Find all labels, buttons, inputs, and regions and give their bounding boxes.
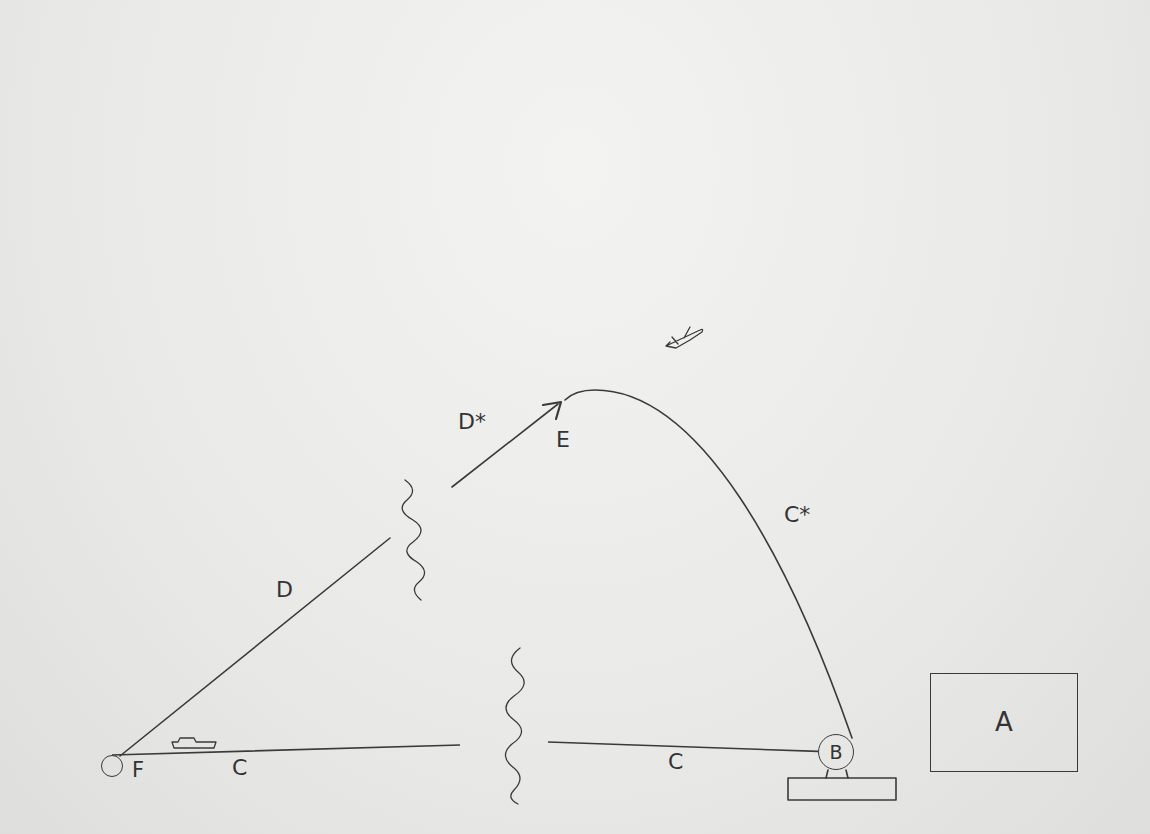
water-line — [112, 742, 818, 755]
part-label: D — [276, 578, 293, 602]
pulley-circle: B — [818, 734, 854, 770]
line-d-star — [452, 404, 558, 487]
trajectory-c-star — [565, 390, 852, 738]
edge-label: C — [668, 750, 683, 774]
node-text: B — [829, 742, 842, 763]
boat-icon — [172, 738, 216, 748]
plane-icon — [666, 327, 703, 348]
arrowhead — [543, 402, 561, 419]
part-label: E — [556, 428, 570, 452]
pulley-mount — [826, 770, 848, 778]
line-d — [120, 538, 390, 756]
point-circle: F — [101, 755, 123, 777]
node-text: F — [132, 759, 144, 782]
break-mark — [402, 480, 424, 600]
part-label: C — [232, 756, 247, 780]
part-label: C* — [784, 503, 810, 527]
pedestal — [788, 778, 896, 800]
part-label: D* — [458, 410, 486, 434]
break-mark — [505, 648, 524, 804]
part-box: A — [930, 673, 1078, 772]
node-text: A — [995, 708, 1013, 737]
